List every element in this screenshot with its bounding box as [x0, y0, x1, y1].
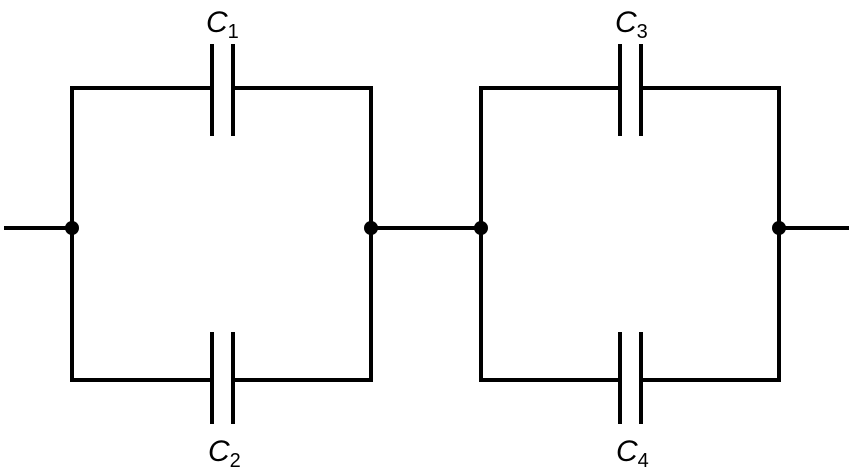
capacitor-c2: [210, 332, 235, 424]
capacitor-c1-subscript: 1: [228, 21, 239, 43]
capacitor-c2-label: C2: [208, 435, 241, 472]
junction-node: [474, 221, 488, 235]
junction-node: [65, 221, 79, 235]
c1-branch-wire-left: [70, 86, 212, 228]
capacitor-c2-subscript: 2: [230, 450, 241, 472]
junction-node: [364, 221, 378, 235]
junction-node: [772, 221, 786, 235]
c4-branch-wire-left: [479, 228, 620, 382]
left-parallel-group: [65, 44, 378, 424]
c3-branch-wire-left: [479, 86, 620, 228]
c1-branch-wire-right: [233, 86, 373, 228]
capacitor-c3-label: C3: [615, 6, 648, 43]
capacitor-c4-subscript: 4: [638, 450, 649, 472]
capacitor-c3: [618, 44, 643, 136]
capacitor-c1: [210, 44, 235, 136]
capacitor-c1-label: C1: [206, 6, 239, 43]
c2-branch-wire-right: [233, 228, 373, 382]
capacitor-c4-label: C4: [616, 435, 649, 472]
right-parallel-group: [474, 44, 786, 424]
capacitor-c3-subscript: 3: [637, 21, 648, 43]
c3-branch-wire-right: [641, 86, 781, 228]
c4-branch-wire-right: [641, 228, 781, 382]
c2-branch-wire-left: [70, 228, 212, 382]
capacitor-c4: [618, 332, 643, 424]
